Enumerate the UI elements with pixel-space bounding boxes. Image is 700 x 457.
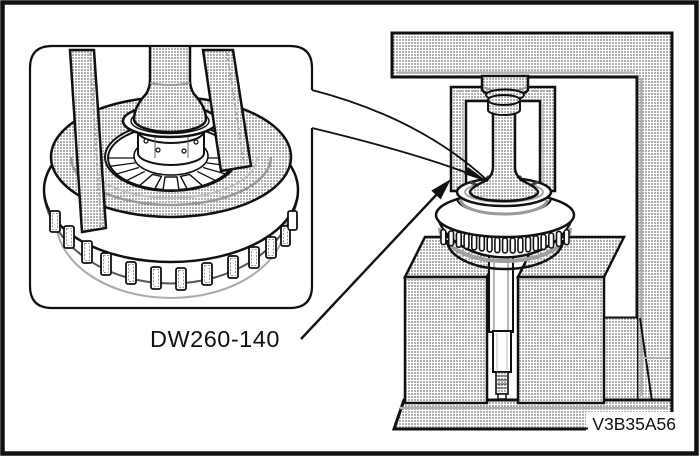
drum-slot-inner-lines (52, 213, 288, 288)
figure-code-bg (586, 412, 678, 434)
press-assembly: V3B35A56 (390, 31, 678, 434)
inset-border (28, 44, 314, 310)
drum-slots-main (440, 228, 570, 254)
tool-funnel-inset (121, 46, 219, 139)
tool-label: DW260-140 (150, 326, 280, 352)
press-pedestal (605, 317, 637, 400)
rivet (143, 138, 149, 144)
drum-shaft-lower (488, 251, 514, 400)
support-block-left (402, 235, 510, 405)
arrowhead (431, 179, 451, 200)
post-left (68, 48, 108, 234)
rivet (181, 148, 187, 154)
pedestal-corner-edge (639, 317, 653, 402)
rivet (155, 147, 161, 153)
detail-inset (28, 44, 314, 310)
shaft-spline-tip (495, 371, 509, 395)
post-right (201, 48, 253, 173)
callout-tip (464, 167, 488, 182)
bracket-posts-inset (68, 48, 253, 234)
support-block-right (515, 235, 627, 405)
label-arrow (300, 179, 451, 340)
rivet (193, 139, 199, 145)
callout-wedge (311, 89, 489, 182)
figure-code: V3B35A56 (592, 414, 676, 434)
tool-funnel-main (468, 94, 540, 203)
funnel-seam (149, 82, 191, 86)
